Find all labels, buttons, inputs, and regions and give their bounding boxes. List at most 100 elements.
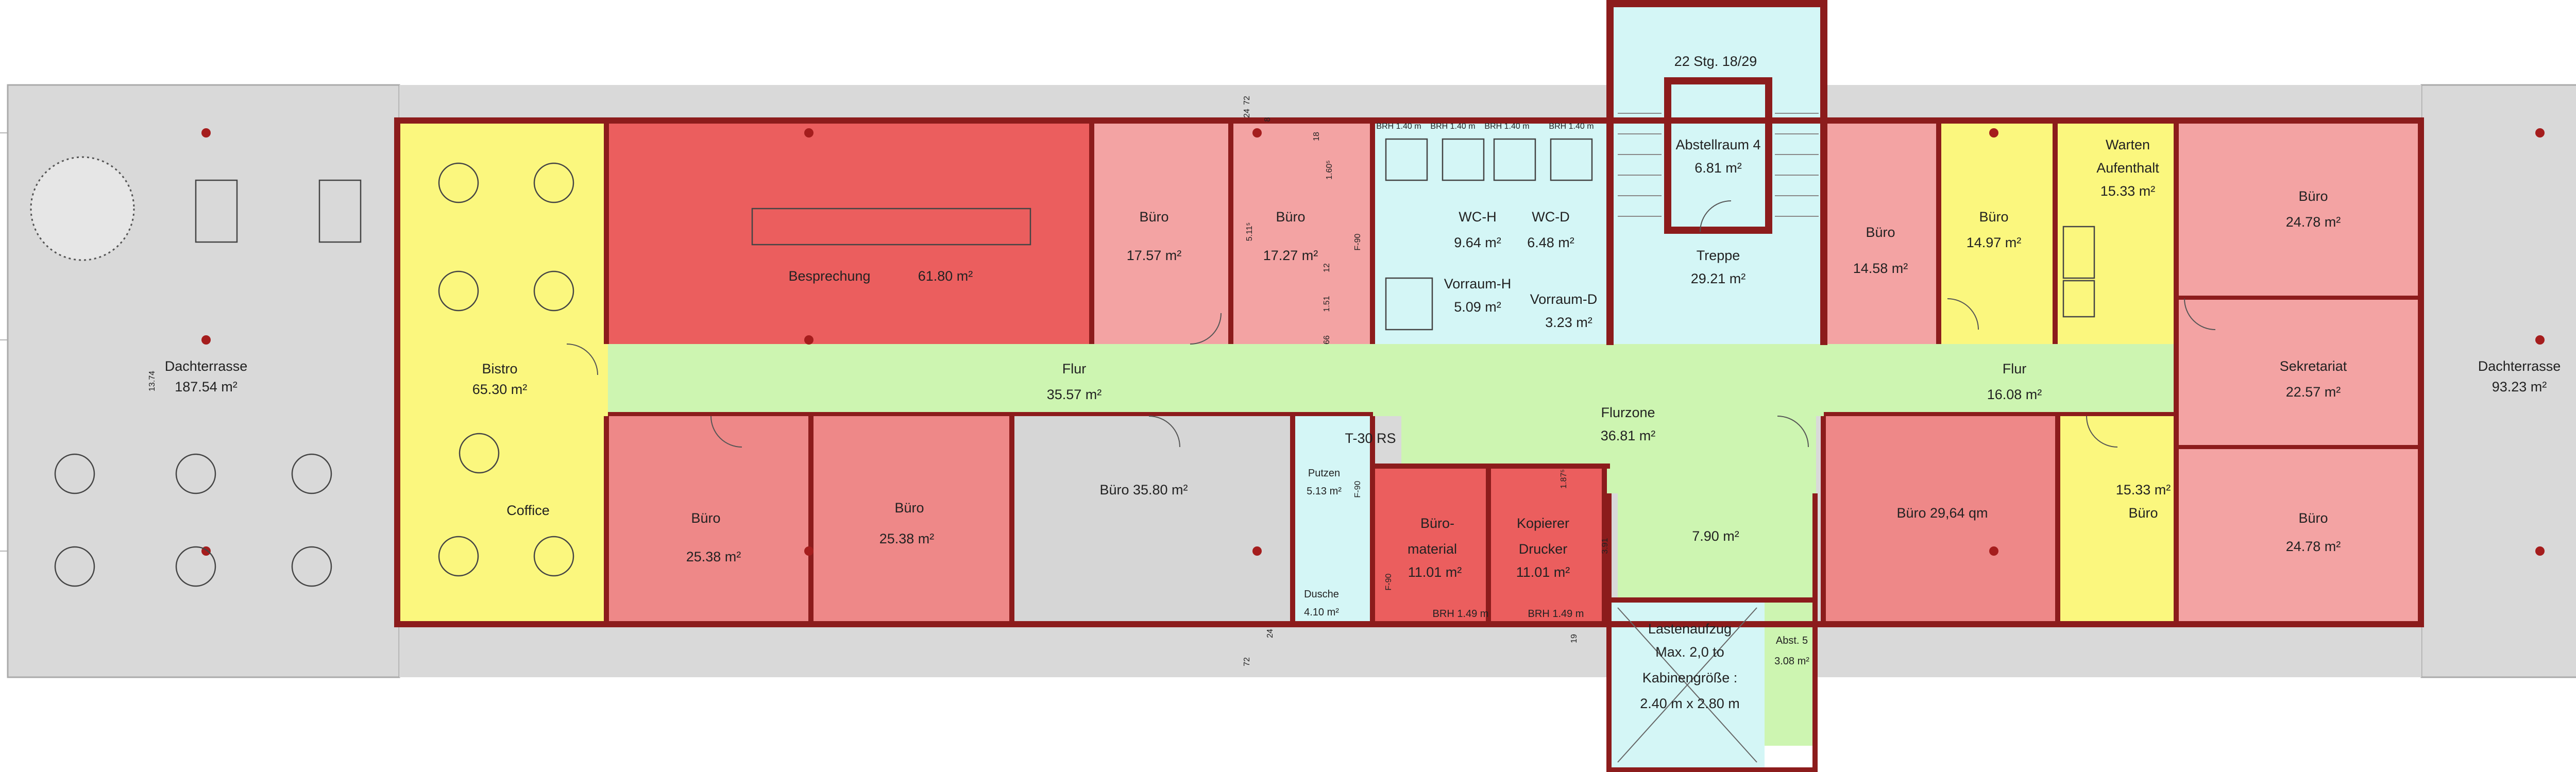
flurzone-area: 36.81 m² <box>1601 428 1656 443</box>
terrace-left-dim: 13.74 <box>148 371 157 391</box>
dimensions: F-90 F-90 F-90 72 24 8 18 1.60⁵ 5.11⁵ 12… <box>1243 96 1609 666</box>
kopierer-brh: BRH 1.49 m <box>1528 608 1584 620</box>
sanitary-fixtures <box>1385 138 1593 331</box>
room-buero-g <box>608 416 811 622</box>
buero-e-name: Büro <box>2298 188 2328 204</box>
flur-left-name: Flur <box>1062 361 1087 376</box>
abst5-area: 3.08 m² <box>1774 656 1809 667</box>
room-bistro <box>399 123 608 622</box>
vorraum-d-area: 3.23 m² <box>1545 315 1592 330</box>
lift-line3: Kabinengröße : <box>1642 670 1738 685</box>
dim-19: 19 <box>1570 634 1579 643</box>
putzen-name: Putzen <box>1308 468 1340 479</box>
dim-187: 1.87⁵ <box>1560 469 1568 489</box>
kopierer-area: 11.01 m² <box>1516 564 1570 580</box>
stair-label: 22 Stg. 18/29 <box>1674 54 1757 69</box>
buero-d-area: 14.97 m² <box>1967 235 2022 250</box>
flur-right-name: Flur <box>2003 361 2027 376</box>
dusche-name: Dusche <box>1304 589 1339 600</box>
terrace-right-area: 93.23 m² <box>2492 379 2547 394</box>
lift-line4: 2.40 m x 2.80 m <box>1640 696 1740 711</box>
waiting-furniture <box>2062 226 2095 318</box>
dim-24-top: 24 <box>1243 109 1251 118</box>
buero-c-name: Büro <box>1866 225 1895 240</box>
dim-391: 3.91 <box>1601 538 1609 554</box>
buero-d-name: Büro <box>1979 209 2008 225</box>
columns <box>201 128 2545 556</box>
buero-f-area: 24.78 m² <box>2286 539 2341 554</box>
buero-c-area: 14.58 m² <box>1853 261 1908 276</box>
room-buero-h <box>811 416 1012 622</box>
wc-h-name: WC-H <box>1459 209 1496 225</box>
kopierer-name2: Drucker <box>1519 541 1568 557</box>
room-besprechung <box>608 123 1092 344</box>
buero-i-label: Büro 29,64 qm <box>1896 505 1988 521</box>
corridor-flurzone <box>1373 344 1824 416</box>
abst5-name: Abst. 5 <box>1776 635 1808 646</box>
buero-g-name: Büro <box>691 510 720 526</box>
putzen-area: 5.13 m² <box>1307 486 1342 497</box>
dim-72-top: 72 <box>1243 96 1251 105</box>
room-bueromaterial <box>1373 468 1489 622</box>
room-lastenaufzug <box>1610 602 1765 771</box>
kopierer-name: Kopierer <box>1517 516 1569 531</box>
coffice-label: Coffice <box>506 503 550 518</box>
terrace-right <box>2420 84 2576 678</box>
terrace-left-area: 187.54 m² <box>175 379 238 394</box>
room-buero-d <box>1940 123 2056 344</box>
lift-line1: Lastenaufzug <box>1648 621 1732 637</box>
dim-brh-3: BRH 1.40 m <box>1484 122 1529 131</box>
corridor-right <box>1824 344 2177 416</box>
dim-160: 1.60⁵ <box>1325 160 1334 180</box>
room-buero-i <box>1824 416 2058 622</box>
room-sekretariat <box>2177 298 2419 447</box>
room-putzen <box>1293 416 1373 622</box>
bueromaterial-name2: material <box>1408 541 1457 557</box>
buero-g-area: 25.38 m² <box>686 549 741 564</box>
dim-brh-4: BRH 1.40 m <box>1549 122 1594 131</box>
buero-grey-label: Büro 35.80 m² <box>1099 482 1188 497</box>
dim-151: 1.51 <box>1323 296 1331 312</box>
sekretariat-name: Sekretariat <box>2280 358 2347 374</box>
room-kopierer <box>1489 468 1605 622</box>
bistro-area: 65.30 m² <box>472 382 528 397</box>
tree-icon <box>30 156 135 261</box>
buero-e-area: 24.78 m² <box>2286 214 2341 230</box>
dim-f90-top: F-90 <box>1353 233 1362 250</box>
meeting-table <box>751 208 1031 246</box>
room-buero-j <box>2058 416 2177 622</box>
terrace-left-name: Dachterrasse <box>165 358 248 374</box>
dim-66: 66 <box>1323 335 1331 345</box>
corridor-lobby <box>1618 493 1816 602</box>
buero-h-name: Büro <box>894 500 924 516</box>
lift-car <box>1617 607 1757 763</box>
room-buero-e <box>2177 123 2419 298</box>
dim-brh-2: BRH 1.40 m <box>1430 122 1475 131</box>
treppe-area: 29.21 m² <box>1691 271 1746 286</box>
walls <box>394 0 2424 772</box>
buero-b-area: 17.27 m² <box>1263 248 1318 263</box>
warten-area: 15.33 m² <box>2100 183 2156 199</box>
dim-24-bottom: 24 <box>1266 629 1275 638</box>
warten-name2: Aufenthalt <box>2096 160 2159 176</box>
room-buero-c <box>1824 123 1940 344</box>
t30-label: T-30 RS <box>1345 431 1396 446</box>
room-buero-grey <box>1012 416 1293 622</box>
treppe-name: Treppe <box>1697 248 1740 263</box>
sekretariat-area: 22.57 m² <box>2286 384 2341 400</box>
dim-f90-material: F-90 <box>1384 573 1393 590</box>
room-sanitary <box>1373 123 1610 344</box>
flur-left-area: 35.57 m² <box>1047 387 1102 402</box>
besprechung-name: Besprechung <box>788 268 870 284</box>
room-buero-a <box>1092 123 1231 344</box>
dim-12: 12 <box>1323 263 1331 272</box>
flur-right-area: 16.08 m² <box>1987 387 2042 402</box>
bistro-name: Bistro <box>482 361 517 376</box>
bueromaterial-brh: BRH 1.49 m <box>1433 608 1489 620</box>
room-buero-b <box>1231 123 1373 344</box>
bistro-tables <box>438 162 574 577</box>
dim-8: 8 <box>1263 117 1272 122</box>
buero-b-name: Büro <box>1276 209 1305 225</box>
room-warten <box>2056 123 2177 344</box>
